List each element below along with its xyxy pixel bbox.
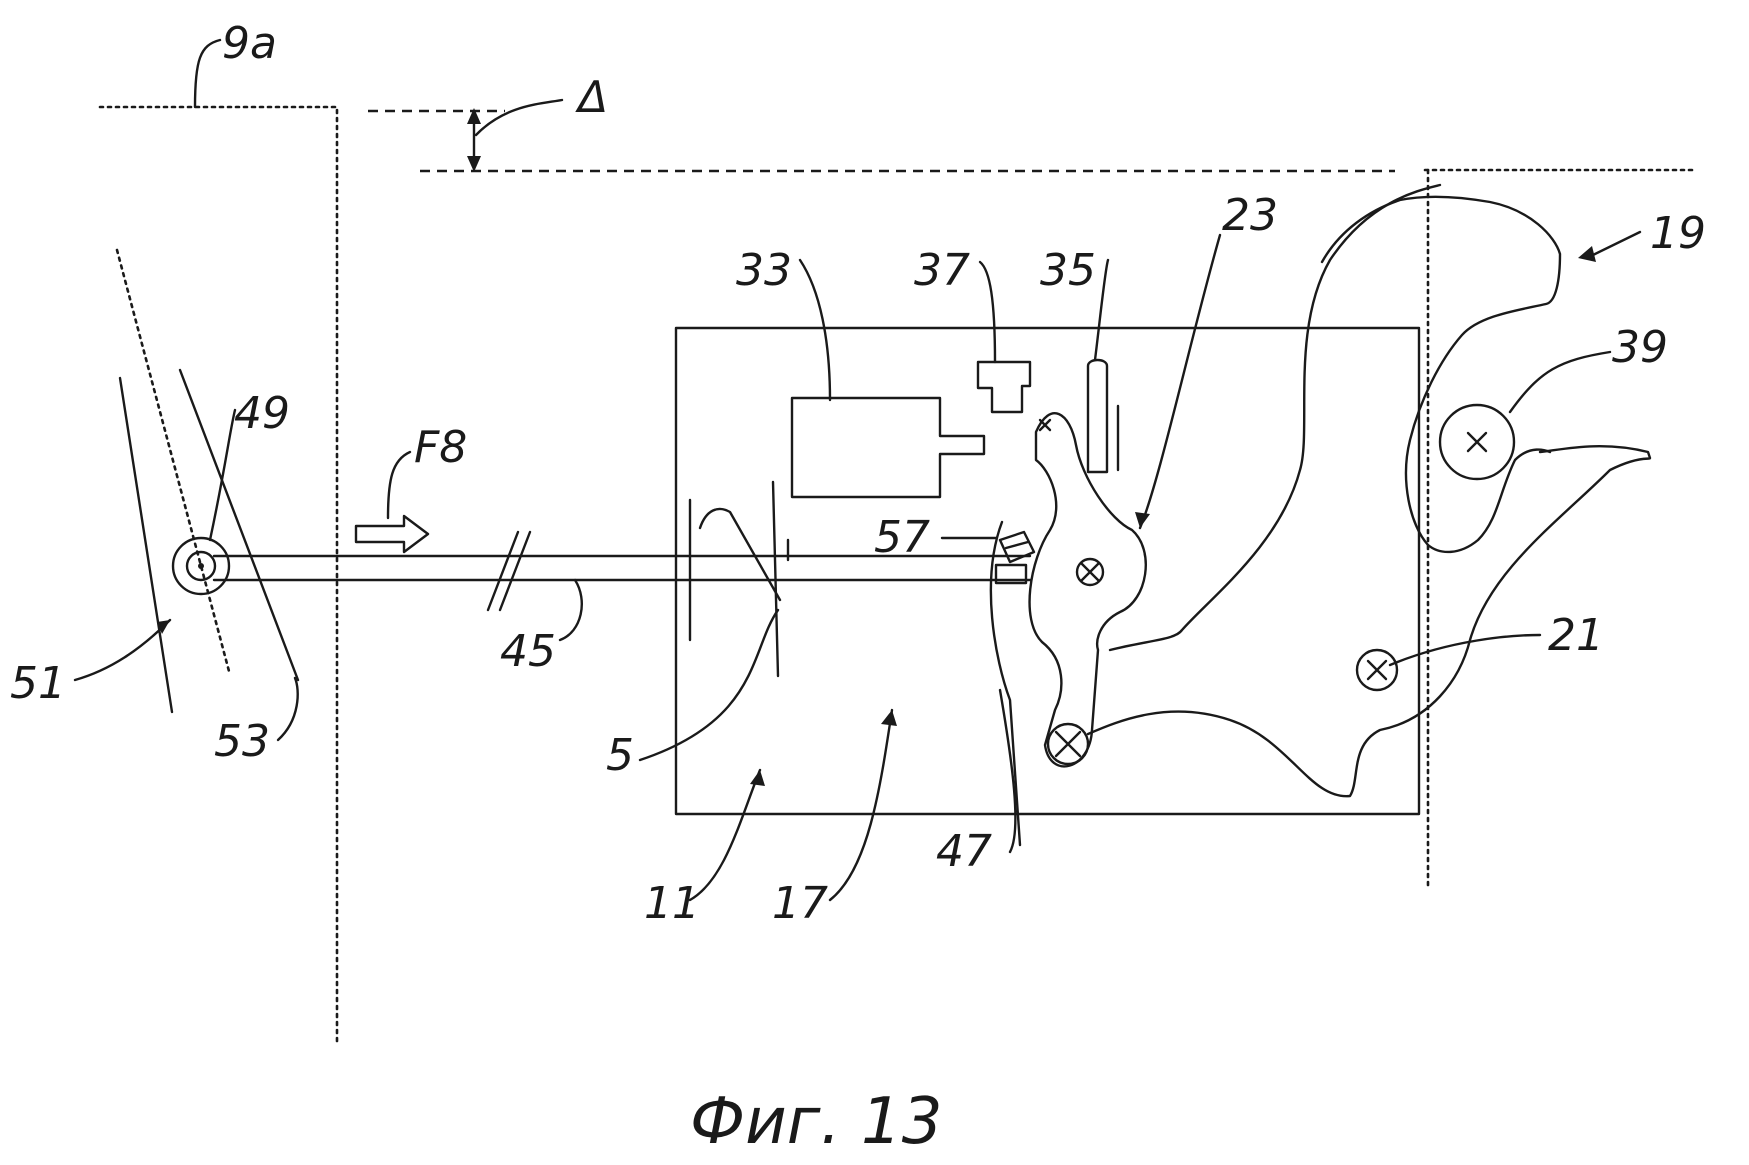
delta-dimension <box>467 98 564 172</box>
label-delta: Δ <box>575 72 608 123</box>
label-23: 23 <box>1222 190 1278 241</box>
spring-element-5 <box>688 480 790 678</box>
label-37: 37 <box>914 245 970 296</box>
label-9a: 9a <box>222 18 277 69</box>
label-45: 45 <box>500 626 556 677</box>
label-53: 53 <box>214 716 270 767</box>
label-19: 19 <box>1650 208 1706 259</box>
housing-11 <box>674 326 1421 816</box>
pin-39 <box>1438 403 1516 481</box>
pivot-assembly <box>115 248 300 714</box>
label-11: 11 <box>644 878 700 929</box>
label-35: 35 <box>1040 245 1096 296</box>
force-arrow-f8 <box>354 450 430 554</box>
label-51: 51 <box>10 658 66 709</box>
label-33: 33 <box>736 245 792 296</box>
label-f8: F8 <box>414 422 467 473</box>
component-37 <box>976 360 1032 414</box>
arc-47 <box>989 520 1022 847</box>
catch-outline <box>1108 183 1442 652</box>
labels: 9a Δ 19 23 33 37 35 39 49 F8 57 21 51 45… <box>10 18 1706 1159</box>
slot-35 <box>1086 358 1120 474</box>
label-17: 17 <box>772 878 828 929</box>
label-49: 49 <box>234 388 290 439</box>
label-57: 57 <box>874 512 930 563</box>
pawl-57 <box>994 530 1036 585</box>
hook-19 <box>1320 195 1562 547</box>
reference-lines <box>98 105 1697 1047</box>
rod-45 <box>212 530 1032 612</box>
label-21: 21 <box>1548 610 1604 661</box>
label-47: 47 <box>936 826 992 877</box>
label-5: 5 <box>606 730 634 781</box>
catch-lower-outline <box>1086 444 1652 798</box>
lever-23 <box>1028 412 1147 768</box>
leader-lines <box>73 38 1642 902</box>
label-39: 39 <box>1612 322 1668 373</box>
component-33 <box>790 396 986 499</box>
pivot-roller-49 <box>171 536 231 596</box>
figure-caption: Фиг. 13 <box>690 1085 942 1159</box>
pin-21 <box>1355 648 1399 692</box>
